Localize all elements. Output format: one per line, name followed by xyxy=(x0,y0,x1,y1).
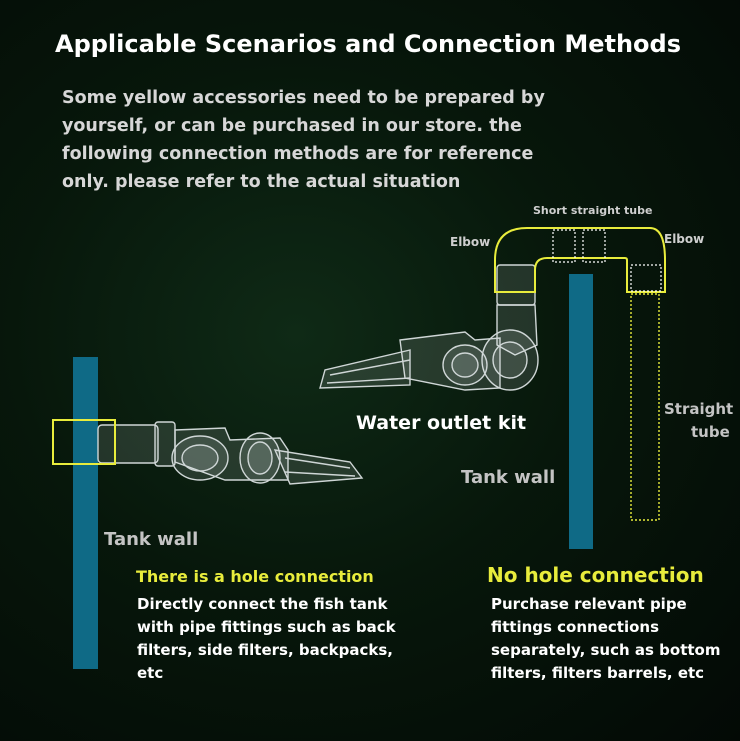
intro-line: yourself, or can be purchased in our sto… xyxy=(62,116,522,136)
intro-text: Some yellow accessories need to be prepa… xyxy=(62,84,622,196)
hole-connection-fitting-illustration xyxy=(52,419,364,485)
description-line: fittings connections xyxy=(491,618,660,636)
description-line: with pipe fittings such as back xyxy=(137,618,396,636)
intro-line: following connection methods are for ref… xyxy=(62,144,534,164)
intro-line: only. please refer to the actual situati… xyxy=(62,172,461,192)
water-outlet-kit-label: Water outlet kit xyxy=(356,412,527,434)
water-outlet-kit-illustration xyxy=(319,227,666,521)
hole-connection-heading: There is a hole connection xyxy=(136,567,374,586)
elbow-right-label: Elbow xyxy=(664,232,705,246)
straight-tube-label-line2: tube xyxy=(691,423,730,441)
hole-connection-description: Directly connect the fish tank with pipe… xyxy=(137,593,396,685)
description-line: filters, side filters, backpacks, xyxy=(137,641,393,659)
description-line: separately, such as bottom xyxy=(491,641,721,659)
tank-wall-left xyxy=(73,357,98,669)
elbow-left-label: Elbow xyxy=(450,235,491,249)
description-line: filters, filters barrels, etc xyxy=(491,664,705,682)
short-straight-tube-label: Short straight tube xyxy=(533,204,653,217)
intro-line: Some yellow accessories need to be prepa… xyxy=(62,88,545,108)
description-line: Directly connect the fish tank xyxy=(137,595,388,613)
no-hole-connection-heading: No hole connection xyxy=(487,563,704,587)
straight-tube-label-line1: Straight xyxy=(664,400,734,418)
description-line: etc xyxy=(137,664,164,682)
tank-wall-right-label: Tank wall xyxy=(461,467,556,488)
tank-wall-left-label: Tank wall xyxy=(104,529,199,550)
description-line: Purchase relevant pipe xyxy=(491,595,687,613)
no-hole-connection-description: Purchase relevant pipe fittings connecti… xyxy=(491,593,721,685)
page-title: Applicable Scenarios and Connection Meth… xyxy=(55,30,682,58)
tank-wall-right xyxy=(569,274,593,549)
